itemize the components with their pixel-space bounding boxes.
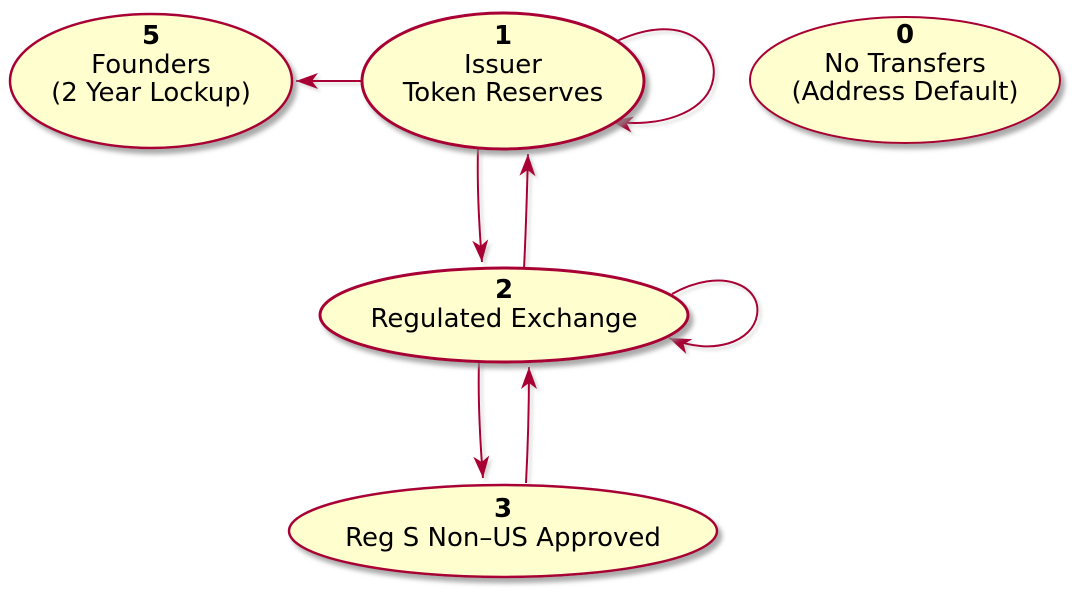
state-node-1: 1 Issuer Token Reserves <box>360 11 646 151</box>
state-3-number: 3 <box>494 494 512 524</box>
state-ellipse-1 <box>360 11 646 151</box>
state-2-label-line-1: Regulated Exchange <box>370 304 637 334</box>
self-loop-edge-2 <box>668 279 759 354</box>
state-1-label-line-1: Issuer <box>464 50 542 80</box>
state-1-label-line-2: Token Reserves <box>402 78 603 108</box>
edge-3-to-2 <box>520 366 537 484</box>
state-0-number: 0 <box>896 20 914 50</box>
edge-2-to-3 <box>473 360 490 479</box>
state-5-label-line-2: (2 Year Lockup) <box>51 78 251 108</box>
state-node-2: 2 Regulated Exchange <box>318 266 690 364</box>
edges-layer <box>296 28 759 484</box>
state-ellipse-0 <box>749 16 1061 144</box>
edge-1-to-2 <box>472 147 489 263</box>
state-2-number: 2 <box>495 275 513 305</box>
state-5-label-line-1: Founders <box>91 50 211 80</box>
state-node-0: 0 No Transfers (Address Default) <box>749 16 1061 144</box>
state-0-label-line-1: No Transfers <box>824 49 986 79</box>
state-ellipse-2 <box>318 266 690 364</box>
state-3-label-line-1: Reg S Non–US Approved <box>345 523 661 553</box>
state-1-number: 1 <box>494 21 512 51</box>
state-ellipse-3 <box>287 483 719 579</box>
state-5-number: 5 <box>142 21 160 51</box>
state-0-label-line-2: (Address Default) <box>791 77 1018 107</box>
state-node-3: 3 Reg S Non–US Approved <box>287 483 719 579</box>
edge-2-to-1 <box>519 153 536 270</box>
state-ellipse-5 <box>8 12 294 150</box>
self-loop-edge-1 <box>610 28 715 133</box>
state-node-5: 5 Founders (2 Year Lockup) <box>8 12 294 150</box>
nodes-layer: 5 Founders (2 Year Lockup) 1 Issuer Toke… <box>8 11 1061 579</box>
